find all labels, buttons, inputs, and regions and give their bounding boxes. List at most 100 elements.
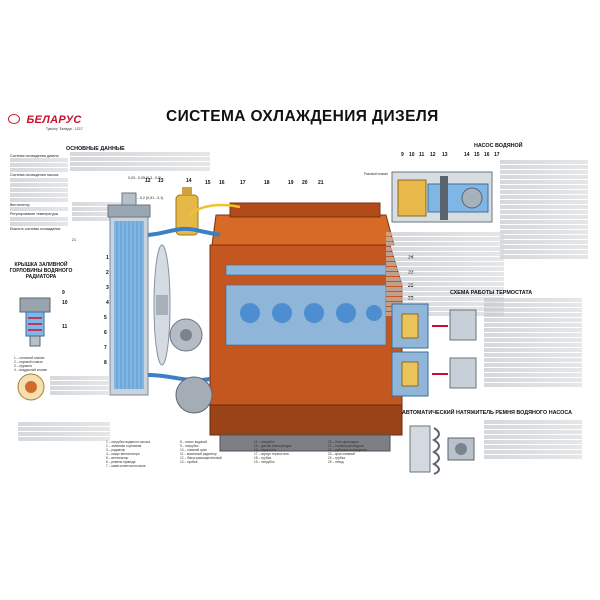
legend-item: 12 – бачок расширительный xyxy=(180,456,222,460)
main-data-line: Система охлаждения дизеля xyxy=(10,154,59,158)
main-data-value: 0,03...0,05 (0,3...0,5) xyxy=(128,176,162,180)
callout-number: 17 xyxy=(240,180,246,186)
pump-callout: 9 xyxy=(401,152,404,158)
page-title: СИСТЕМА ОХЛАЖДЕНИЯ ДИЗЕЛЯ xyxy=(166,108,439,125)
pump-callout: 10 xyxy=(409,152,415,158)
callout-number: 6 xyxy=(104,330,107,336)
main-data-line: Емкость системы охлаждения xyxy=(10,226,61,231)
main-data-heading: ОСНОВНЫЕ ДАННЫЕ xyxy=(66,146,125,152)
callout-number: 21 xyxy=(318,180,324,186)
legend-item: 1 – патрубок водяного насоса xyxy=(106,440,150,444)
main-data-value: 0,051...0,2 (0,51...2,1) xyxy=(128,196,164,200)
pump-callout: 11 xyxy=(419,152,425,158)
cap-legend-item: 2 – паровой клапан xyxy=(14,360,43,364)
callout-number: 1 xyxy=(106,255,109,261)
cap-legend-item: 1 – основной клапан xyxy=(14,356,45,360)
thermostat-detail-note xyxy=(50,376,110,396)
legend-item: 24 – трубка xyxy=(328,456,345,460)
thermostat-detail-illustration xyxy=(17,373,45,401)
callout-number: 14 xyxy=(186,178,192,184)
legend-item: 14 – патрубок xyxy=(254,440,275,444)
cap-section-heading: КРЫШКА ЗАЛИВНОЙ ГОРЛОВИНЫ ВОДЯНОГО РАДИА… xyxy=(9,262,73,280)
legend-item: 8 – насос водяной xyxy=(180,440,207,444)
legend-item: 9 – патрубок xyxy=(180,444,199,448)
legend-item: 4 – кожух вентилятора xyxy=(106,452,140,456)
legend-item: 23 – кран сливной xyxy=(328,452,355,456)
engine-block-shape xyxy=(209,202,403,452)
legend-item: 17 – корпус термостата xyxy=(254,452,289,456)
callout-number: 20 xyxy=(302,180,308,186)
callout-number: 7 xyxy=(104,345,107,351)
cap-legend: 1 – основной клапан 2 – паровой клапан 3… xyxy=(14,356,94,372)
pump-section-heading: НАСОС ВОДЯНОЙ xyxy=(474,143,523,149)
callout-number: 2 xyxy=(106,270,109,276)
cap-legend-item: 3 – пружина xyxy=(14,364,32,368)
legend-item: 5 – вентилятор xyxy=(106,456,129,460)
expansion-tank-shape xyxy=(175,187,199,236)
brand-logo: БЕЛАРУС Трактор "Беларус - 1221" xyxy=(8,110,83,131)
legend-item: 15 – датчик температуры xyxy=(254,444,292,448)
pump-callout: 17 xyxy=(494,152,500,158)
cap-section: КРЫШКА ЗАЛИВНОЙ ГОРЛОВИНЫ ВОДЯНОГО РАДИА… xyxy=(6,262,76,280)
callout-number: 9 xyxy=(62,290,65,296)
tensioner-section-heading: АВТОМАТИЧЕСКИЙ НАТЯЖИТЕЛЬ РЕМНЯ ВОДЯНОГО… xyxy=(402,410,572,416)
brand-icon xyxy=(8,113,20,124)
pump-shape xyxy=(169,318,213,414)
thermo-section-heading: СХЕМА РАБОТЫ ТЕРМОСТАТА xyxy=(450,290,533,296)
legend-item: 10 – сливной кран xyxy=(180,448,207,452)
callout-number: 8 xyxy=(104,360,107,366)
pump-callout: 16 xyxy=(484,152,490,158)
main-legend: 1 – патрубок водяного насоса 2 – заливна… xyxy=(106,440,396,468)
legend-item: 7 – шкив коленчатого вала xyxy=(106,464,146,468)
legend-item: 25 – отвод xyxy=(328,460,344,464)
cap-legend-item: 4 – воздушный клапан xyxy=(14,368,48,372)
main-data-lines-extra xyxy=(72,202,122,222)
thermostat-detail-note-2 xyxy=(18,422,110,442)
thermo-legend xyxy=(484,298,582,388)
legend-item: 11 – масляный радиатор xyxy=(180,452,217,456)
callout-number: 11 xyxy=(62,324,68,330)
callout-number: 5 xyxy=(104,315,107,321)
main-data-lines-right xyxy=(70,152,210,172)
callout-number: 4 xyxy=(106,300,109,306)
pump-side-label: Разовый клапан xyxy=(364,172,388,176)
callout-number: 10 xyxy=(62,300,68,306)
legend-item: 3 – радиатор xyxy=(106,448,126,452)
water-pump-illustration xyxy=(391,171,493,223)
callout-number: 16 xyxy=(219,180,225,186)
legend-item: 6 – ремень привода xyxy=(106,460,136,464)
main-data-line: Регулирование температуры xyxy=(10,212,59,217)
callout-number: 19 xyxy=(288,180,294,186)
pump-legend xyxy=(500,160,588,260)
pump-description xyxy=(386,232,504,317)
tensioner-legend xyxy=(484,420,582,460)
legend-item: 22 – рубашка охлаждения xyxy=(328,448,367,452)
fan-shape xyxy=(153,244,171,366)
callout-number: 25 xyxy=(408,283,414,289)
pump-callout: 14 xyxy=(464,152,470,158)
brand-name: БЕЛАРУС xyxy=(26,114,82,126)
legend-item: 13 – пробка xyxy=(180,460,198,464)
pump-callout: 12 xyxy=(430,152,436,158)
engine-cooling-illustration xyxy=(107,187,403,452)
legend-item: 20 – блок цилиндров xyxy=(328,440,359,444)
thermostat-scheme-illustration xyxy=(391,303,477,397)
pump-callout: 15 xyxy=(474,152,480,158)
legend-item: 19 – патрубок xyxy=(254,460,275,464)
callout-number: 12 xyxy=(145,178,151,184)
radiator-shape xyxy=(107,192,151,396)
legend-item: 18 – трубка xyxy=(254,456,271,460)
pump-callout: 13 xyxy=(442,152,448,158)
callout-number: 18 xyxy=(264,180,270,186)
brand-subtitle: Трактор "Беларус - 1221" xyxy=(46,127,84,131)
main-data-value: 21 xyxy=(72,238,76,242)
callout-number: 13 xyxy=(158,178,164,184)
legend-item: 2 – заливная горловина xyxy=(106,444,142,448)
cap-illustration xyxy=(19,297,51,347)
callout-number: 3 xyxy=(106,285,109,291)
legend-item: 16 – термостат xyxy=(254,448,277,452)
main-data-block: ОСНОВНЫЕ ДАННЫЕ Система охлаждения дизел… xyxy=(10,146,130,231)
tensioner-illustration xyxy=(409,425,475,475)
main-data-line: Вентилятор xyxy=(10,202,30,207)
main-data-line: Система охлаждения насоса xyxy=(10,173,59,178)
